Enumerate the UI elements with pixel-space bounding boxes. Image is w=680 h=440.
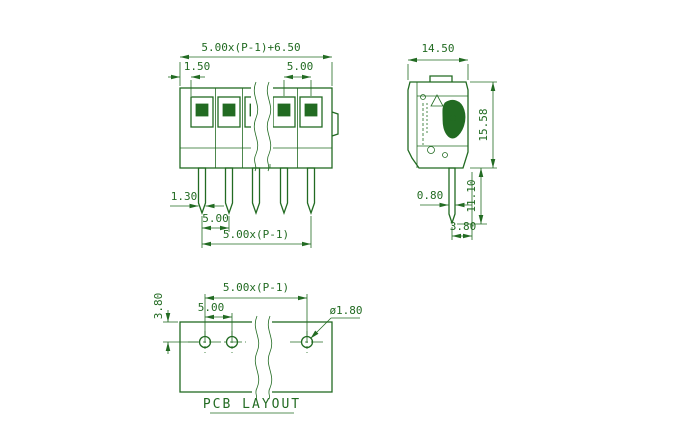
body-hole-1: [427, 146, 435, 154]
break-lines-front: [251, 81, 273, 172]
dim-total-width: 5.00x(P-1)+6.50: [179, 41, 333, 86]
dim-pin-pitch-label: 5.00: [202, 212, 229, 225]
dim-pitch-top: 5.00: [283, 60, 314, 96]
pcb-hole-2: [225, 335, 239, 349]
dim-edge-offset-label: 1.50: [184, 60, 211, 73]
front-view-pins: [197, 167, 316, 215]
dim-depth-label: 14.50: [421, 42, 454, 55]
dim-hole-diameter-label: ø1.80: [329, 304, 362, 317]
dim-pin-width-label: 1.30: [171, 190, 198, 203]
side-view-pin: [448, 167, 456, 226]
triangle-mark: [430, 94, 444, 107]
dim-pin-offset: 3.80: [450, 172, 477, 240]
terminal-window-5: [299, 96, 323, 128]
dim-height: 15.58: [470, 81, 497, 169]
dim-hole-pitch: 5.00: [198, 301, 233, 336]
side-view: 14.50 15.58 11.10 0.80 3.80: [407, 42, 497, 240]
pcb-layout-label: PCB LAYOUT: [203, 397, 301, 412]
side-tab: [331, 111, 339, 137]
front-view: 5.00x(P-1)+6.50 1.50 5.00 1.30 5.00: [168, 41, 339, 248]
pcb-hole-3: [300, 335, 314, 349]
pcb-holes: [198, 335, 314, 349]
pcb-layout-view: 5.00x(P-1) 5.00 3.80 ø1.80 PCB LAYOUT: [152, 281, 363, 414]
pin-3: [251, 167, 261, 215]
brand-marking: [420, 94, 428, 145]
pin-4: [279, 167, 289, 215]
dim-total-width-label: 5.00x(P-1)+6.50: [201, 41, 300, 54]
dim-row-offset: 3.80: [152, 293, 198, 354]
dim-pin-thickness-label: 0.80: [417, 189, 444, 202]
terminal-window-2: [217, 96, 241, 128]
dim-depth: 14.50: [407, 42, 469, 80]
pin-2: [224, 167, 234, 215]
side-view-body: [407, 75, 469, 169]
break-lines-pcb: [252, 315, 273, 400]
body-hole-2: [442, 152, 448, 158]
side-body-outline: [407, 81, 469, 169]
terminal-window-4: [272, 96, 296, 128]
pin-5: [306, 167, 316, 215]
pcb-hole-1: [198, 335, 212, 349]
clamp-hole: [449, 114, 457, 122]
dim-hole-diameter: ø1.80: [310, 304, 363, 339]
pcb-layout-caption: PCB LAYOUT: [203, 397, 301, 414]
dim-pin-span-label: 5.00x(P-1): [223, 228, 289, 241]
dim-pin-span: 5.00x(P-1): [202, 216, 312, 248]
dim-pitch-top-label: 5.00: [287, 60, 314, 73]
dim-hole-span-label: 5.00x(P-1): [223, 281, 289, 294]
dim-hole-pitch-label: 5.00: [198, 301, 225, 314]
dim-height-label: 15.58: [477, 108, 490, 141]
dim-row-offset-label: 3.80: [152, 293, 165, 320]
terminal-window-1: [190, 96, 214, 128]
dim-pin-offset-label: 3.80: [450, 220, 477, 233]
pin-1: [197, 167, 207, 215]
dim-pin-width: 1.30: [170, 190, 224, 209]
dim-pin-thickness: 0.80: [417, 189, 472, 208]
clamp-spring: [442, 99, 466, 139]
top-latch: [429, 75, 453, 82]
dim-edge-offset: 1.50: [168, 60, 210, 96]
dim-pin-length-label: 11.10: [465, 179, 478, 212]
